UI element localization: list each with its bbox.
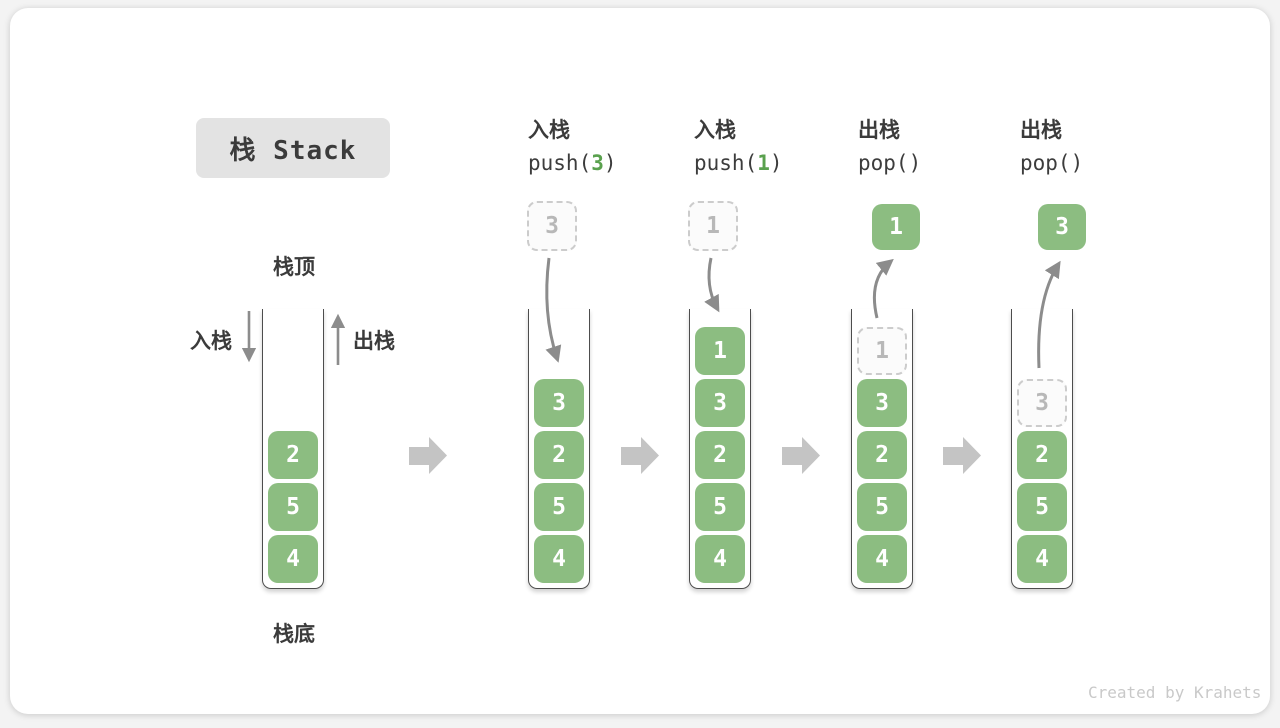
stack-block: 5 — [857, 483, 907, 531]
stack-block: 5 — [1017, 483, 1067, 531]
op-header-push-3: 入栈 push(3) — [528, 114, 688, 175]
popped-slot-ghost: 3 — [1017, 379, 1067, 427]
outgoing-value-box: 1 — [872, 204, 920, 250]
code-suffix: ) — [769, 151, 783, 175]
stack-well — [689, 309, 751, 589]
op-action-label: 入栈 — [694, 118, 736, 142]
op-action-label: 入栈 — [528, 118, 570, 142]
stack-block: 5 — [695, 483, 745, 531]
stack-state-5: 3 3 2 5 4 — [1011, 198, 1086, 598]
step-arrow-icon — [409, 437, 447, 474]
stack-block: 4 — [534, 535, 584, 583]
op-header-pop-1: 出栈 pop() — [858, 114, 1018, 175]
op-code-label: pop() — [1020, 151, 1180, 175]
incoming-value-box: 3 — [527, 201, 577, 251]
stack-block: 2 — [1017, 431, 1067, 479]
stack-block: 3 — [534, 379, 584, 427]
stack-block: 3 — [695, 379, 745, 427]
code-suffix: ) — [1070, 151, 1084, 175]
code-arg: 3 — [591, 151, 604, 175]
op-action-label: 出栈 — [858, 118, 900, 142]
diagram-card: 栈 Stack 入栈 push(3) 入栈 push(1) 出栈 pop() 出… — [10, 8, 1270, 714]
push-direction-label: 入栈 — [190, 329, 232, 353]
stack-block: 2 — [534, 431, 584, 479]
stack-block: 2 — [695, 431, 745, 479]
code-prefix: pop( — [858, 151, 909, 175]
code-suffix: ) — [908, 151, 922, 175]
stack-block: 3 — [857, 379, 907, 427]
op-action-label: 出栈 — [1020, 118, 1062, 142]
step-arrow-icon — [621, 437, 659, 474]
stack-well — [1011, 309, 1073, 589]
stack-block: 5 — [268, 483, 318, 531]
stack-block: 1 — [695, 327, 745, 375]
stack-block: 5 — [534, 483, 584, 531]
popped-slot-ghost: 1 — [857, 327, 907, 375]
step-arrow-icon — [782, 437, 820, 474]
stack-block: 2 — [268, 431, 318, 479]
stack-block: 4 — [1017, 535, 1067, 583]
pop-direction-label: 出栈 — [353, 329, 395, 353]
stack-well — [851, 309, 913, 589]
stack-block: 2 — [857, 431, 907, 479]
step-arrow-icon — [943, 437, 981, 474]
stack-state-3: 1 1 3 2 5 4 — [688, 198, 751, 598]
stack-state-4: 1 1 3 2 5 4 — [851, 198, 920, 598]
code-prefix: pop( — [1020, 151, 1071, 175]
op-header-pop-2: 出栈 pop() — [1020, 114, 1180, 175]
op-code-label: push(1) — [694, 151, 854, 175]
stack-state-1: 2 5 4 — [262, 198, 324, 598]
diagram-title: 栈 Stack — [196, 118, 390, 178]
stack-top-label: 栈顶 — [273, 255, 315, 279]
stack-well — [262, 309, 324, 589]
outgoing-value-box: 3 — [1038, 204, 1086, 250]
stack-state-2: 3 3 2 5 4 — [527, 198, 590, 598]
stack-bottom-label: 栈底 — [273, 622, 315, 646]
code-prefix: push( — [694, 151, 758, 175]
code-suffix: ) — [603, 151, 617, 175]
op-header-push-1: 入栈 push(1) — [694, 114, 854, 175]
op-code-label: push(3) — [528, 151, 688, 175]
stack-block: 4 — [857, 535, 907, 583]
stack-block: 4 — [695, 535, 745, 583]
watermark: Created by Krahets — [1088, 683, 1262, 702]
diagram-title-text: 栈 Stack — [229, 135, 357, 166]
op-code-label: pop() — [858, 151, 1018, 175]
code-arg: 1 — [757, 151, 770, 175]
code-prefix: push( — [528, 151, 592, 175]
stack-well — [528, 309, 590, 589]
incoming-value-box: 1 — [688, 201, 738, 251]
stack-block: 4 — [268, 535, 318, 583]
